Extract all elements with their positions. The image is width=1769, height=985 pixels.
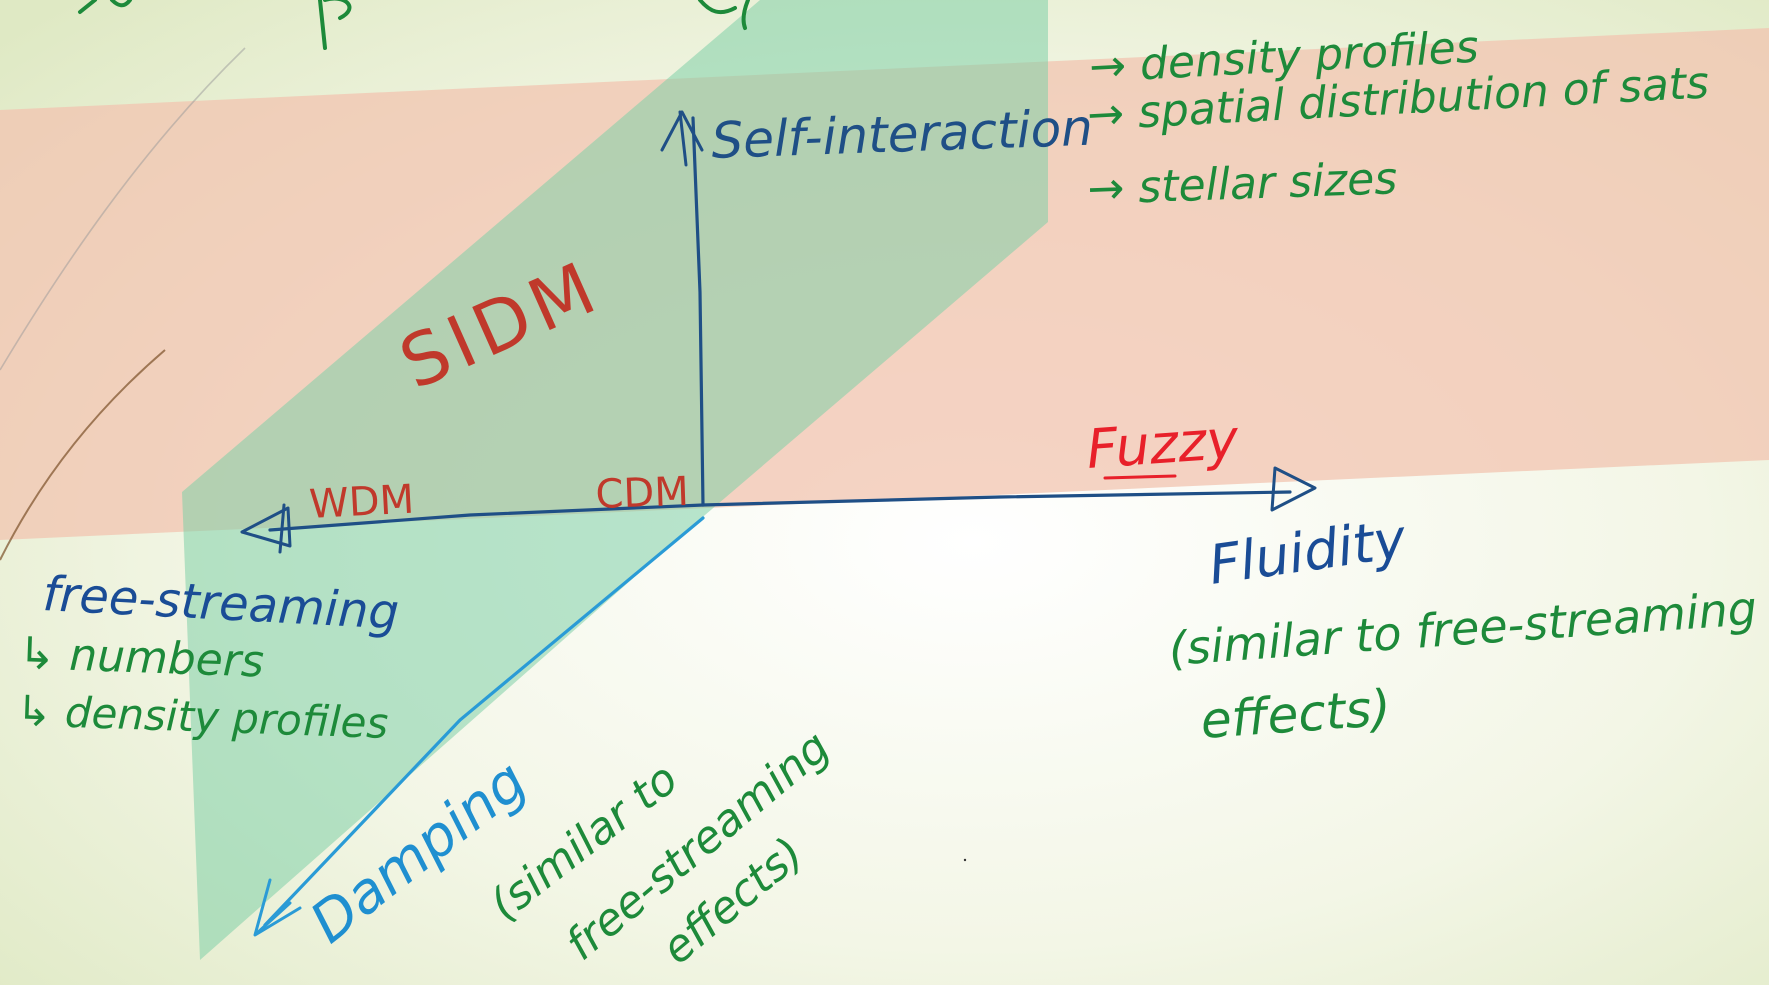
self-interaction-axis [660,110,705,507]
fuzzy-label: Fuzzy [1085,407,1242,481]
note-fluidity-effects: effects) [1199,679,1393,750]
fuzzy-underline [1103,474,1177,480]
self-interaction-label: Self-interaction [710,99,1093,170]
free-streaming-axis [240,503,705,554]
decorative-swoosh-2 [0,349,166,561]
note-stellar-sizes: → stellar sizes [1087,153,1398,215]
cropped-title-strokes [78,0,750,50]
stray-dot [963,858,967,862]
wdm-label: WDM [308,477,415,528]
fluidity-axis [701,466,1317,512]
sidm-plane [182,0,1048,960]
note-numbers: ↳ numbers [18,628,265,688]
self-interaction-notes: → density profiles → spatial distributio… [1086,22,1710,215]
cdm-label: CDM [595,469,690,518]
damping-axis [253,516,705,937]
decorative-swoosh [0,47,246,371]
